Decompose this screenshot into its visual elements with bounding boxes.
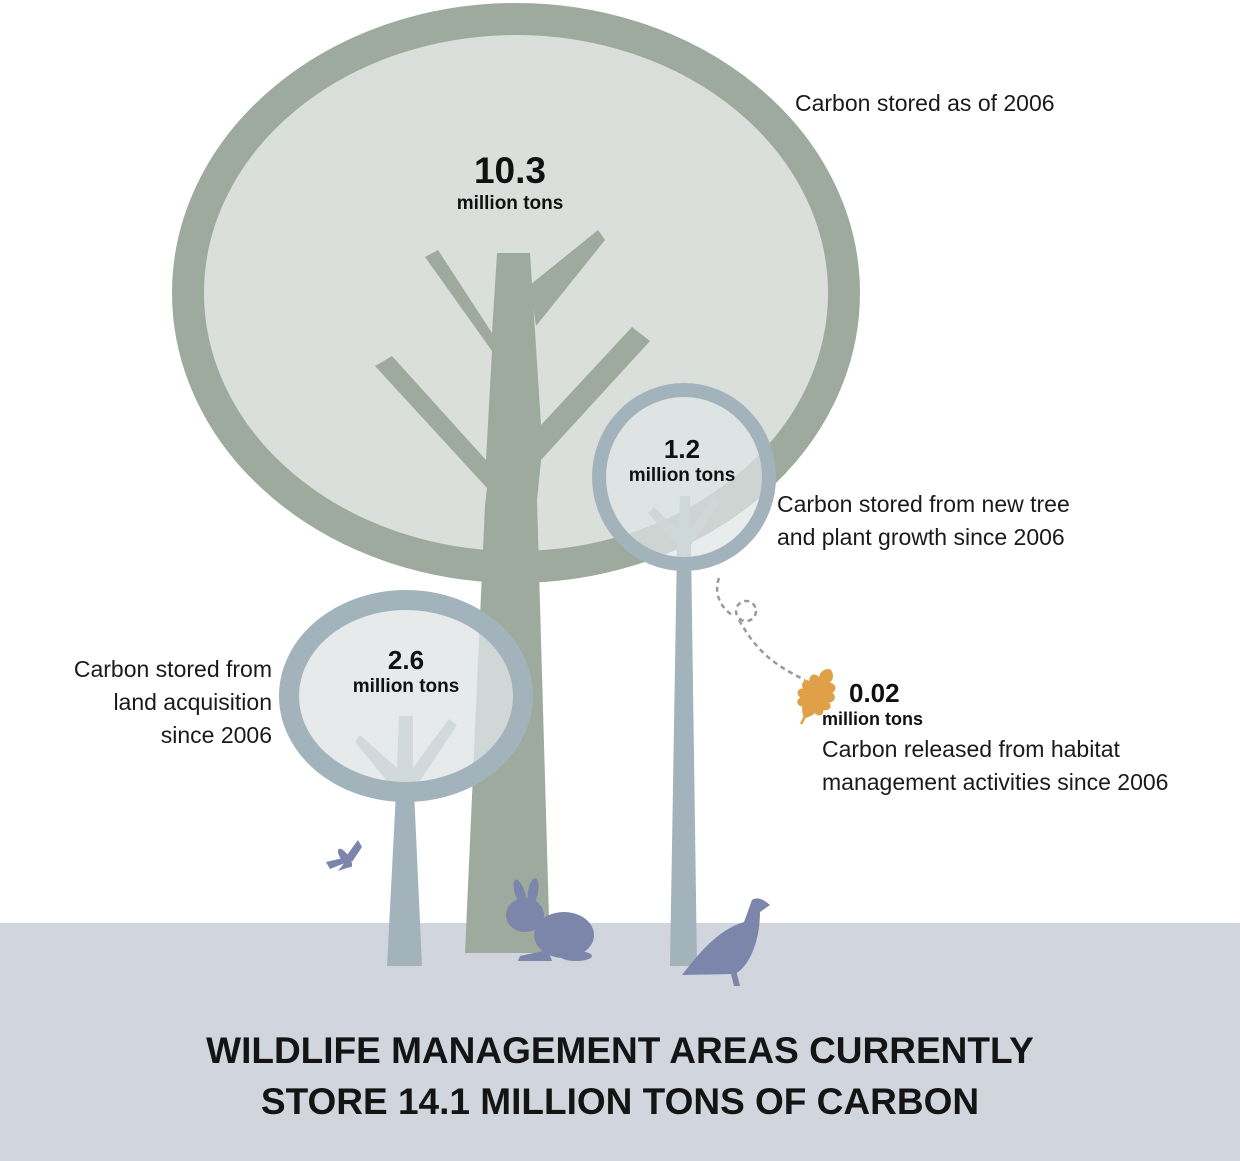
caption-line: Carbon released from habitat <box>822 736 1120 762</box>
caption-line: land acquisition <box>113 689 272 715</box>
land-acquisition-value: 2.6 million tons <box>336 645 476 699</box>
caption-line: Carbon stored from <box>73 656 272 682</box>
big-tree-branch <box>530 230 605 326</box>
rabbit-icon <box>506 878 594 961</box>
growth-tree-canopy <box>592 383 776 571</box>
release-connector <box>716 577 806 682</box>
grouse-icon <box>682 898 770 986</box>
headline-line-2: STORE 14.1 MILLION TONS OF CARBON <box>260 1081 980 1122</box>
released-value: 0.02 million tons <box>822 678 942 730</box>
caption-line: and plant growth since 2006 <box>777 524 1065 550</box>
caption-land-acquisition: Carbon stored from land acquisition sinc… <box>30 653 272 752</box>
headline-line-1: WILDLIFE MANAGEMENT AREAS CURRENTLY <box>206 1030 1034 1071</box>
released-unit: million tons <box>822 709 923 729</box>
land-acquisition-number: 2.6 <box>387 645 425 675</box>
land-tree-canopy <box>279 590 533 802</box>
total-existing-number: 10.3 <box>473 150 546 191</box>
new-growth-unit: million tons <box>628 465 736 486</box>
oak-leaf-icon <box>797 669 836 725</box>
caption-line: since 2006 <box>160 722 272 748</box>
new-growth-number: 1.2 <box>663 434 701 464</box>
caption-line: Carbon stored as of 2006 <box>795 90 1055 116</box>
growth-tree-trunk <box>648 496 720 966</box>
total-existing-unit: million tons <box>456 193 564 214</box>
released-number: 0.02 <box>849 678 900 708</box>
big-tree-trunk <box>375 250 650 953</box>
growth-tree-icon <box>592 383 776 966</box>
land-acquisition-unit: million tons <box>352 676 460 697</box>
caption-released: Carbon released from habitat management … <box>822 733 1168 799</box>
total-existing-value: 10.3 million tons <box>430 150 590 216</box>
caption-total-existing: Carbon stored as of 2006 <box>795 87 1055 120</box>
new-growth-value: 1.2 million tons <box>612 434 752 488</box>
ground-band <box>0 923 1240 1161</box>
caption-new-growth: Carbon stored from new tree and plant gr… <box>777 488 1070 554</box>
caption-line: Carbon stored from new tree <box>777 491 1070 517</box>
caption-line: management activities since 2006 <box>822 769 1169 795</box>
land-tree-trunk <box>355 716 457 966</box>
headline: WILDLIFE MANAGEMENT AREAS CURRENTLY STOR… <box>0 1025 1240 1127</box>
moth-icon <box>326 840 362 871</box>
land-tree-icon <box>279 590 533 966</box>
